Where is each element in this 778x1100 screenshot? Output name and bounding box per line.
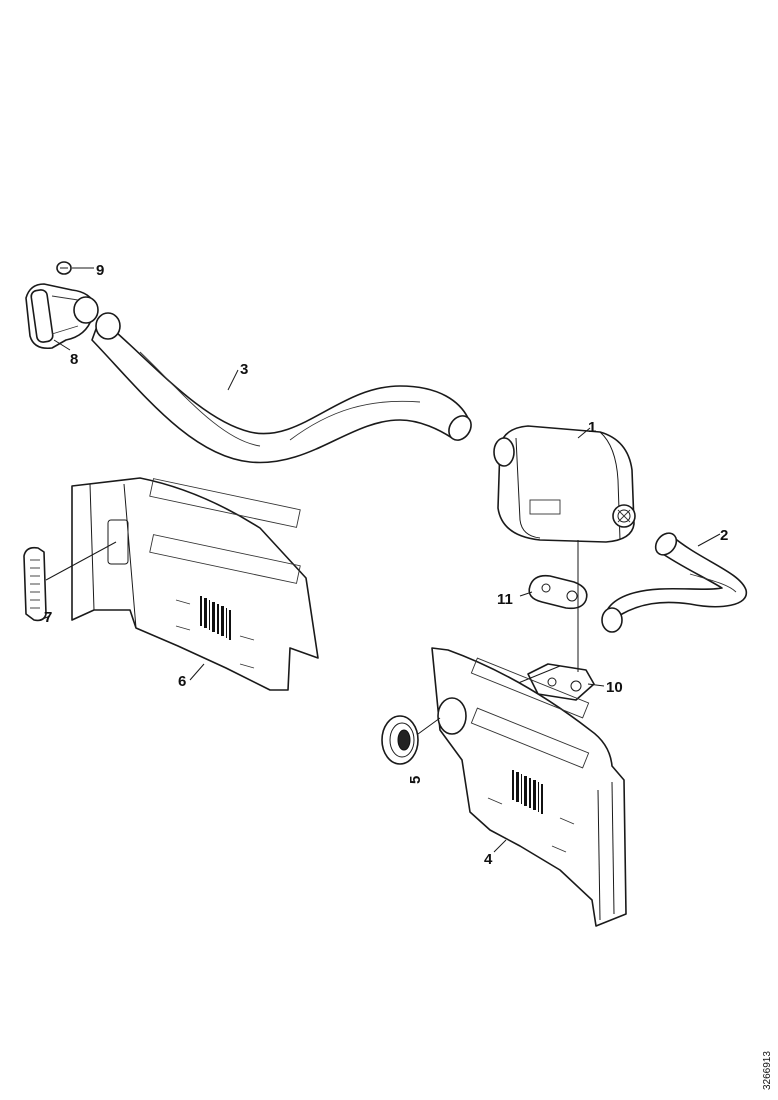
part-1-heater-unit <box>493 425 636 543</box>
part-3-flex-duct <box>91 312 472 464</box>
leader-6 <box>189 663 205 681</box>
part-11-gasket <box>528 574 588 610</box>
callout-7: 7 <box>44 609 52 626</box>
callout-11: 11 <box>497 591 513 608</box>
callout-1: 1 <box>588 419 596 436</box>
callout-6: 6 <box>178 673 186 690</box>
part-4-floor-panel-right <box>431 647 627 927</box>
leader-7-to-panel <box>45 541 117 581</box>
callout-2: 2 <box>720 527 728 544</box>
barcode-right <box>512 770 543 814</box>
document-number: 3266913 <box>762 1051 773 1090</box>
part-7-grille <box>23 546 47 622</box>
leader-4 <box>493 839 507 853</box>
leader-7 <box>39 615 51 621</box>
callout-4: 4 <box>484 851 493 868</box>
part-2-short-duct <box>601 532 747 633</box>
callout-10: 10 <box>606 679 623 696</box>
leader-5-to-panel <box>417 717 441 735</box>
part-8-outlet-nozzle <box>25 283 99 350</box>
leader-3 <box>227 369 239 391</box>
leader-2 <box>697 533 721 547</box>
leader-1 <box>577 427 591 439</box>
part-6-floor-panel-left <box>71 477 319 691</box>
part-5-grommet <box>381 715 419 765</box>
callout-5: 5 <box>407 776 424 784</box>
callout-9: 9 <box>96 262 104 279</box>
barcode-left <box>200 596 231 640</box>
callout-3: 3 <box>240 361 248 378</box>
part-9-screw <box>56 261 72 275</box>
leader-10 <box>587 683 605 687</box>
leader-8 <box>53 339 71 351</box>
callout-8: 8 <box>70 351 78 368</box>
leader-11 <box>519 591 533 597</box>
